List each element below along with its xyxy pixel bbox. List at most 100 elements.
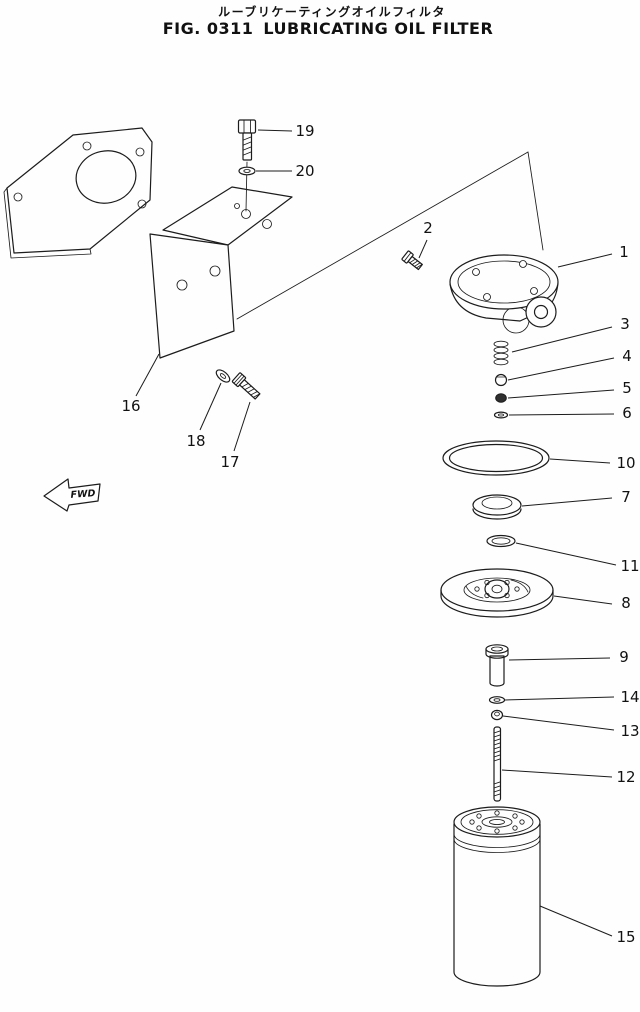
leader-line xyxy=(508,657,611,661)
part-number-label: 17 xyxy=(220,453,239,471)
plate-bolt-hole xyxy=(137,199,147,209)
washer-6 xyxy=(493,411,509,419)
part-number-label: 7 xyxy=(621,488,631,506)
plate-center-hole xyxy=(75,150,137,204)
callout-part-4: 4 xyxy=(507,347,632,381)
bolt-head-facet-line xyxy=(233,373,243,384)
leader-line xyxy=(511,326,613,353)
tube-bore xyxy=(491,646,503,652)
callout-part-8: 8 xyxy=(553,594,631,612)
part-number-label: 1 xyxy=(619,243,629,261)
head-bolt-hole xyxy=(530,287,538,295)
leader-line xyxy=(521,497,613,507)
cartridge-top-hole xyxy=(512,825,518,831)
callout-part-1: 1 xyxy=(557,243,629,268)
nut-hole xyxy=(494,711,500,717)
callout-part-2: 2 xyxy=(418,219,433,259)
callout-part-3: 3 xyxy=(511,315,630,353)
o-ring-inner xyxy=(448,443,544,473)
leader-line xyxy=(549,458,611,464)
collar-side xyxy=(485,648,509,659)
washer-outer xyxy=(493,411,509,419)
plate8-hole xyxy=(484,592,490,599)
title-english: LUBRICATING OIL FILTER xyxy=(263,19,493,38)
washer-outer xyxy=(215,369,231,383)
leader-line xyxy=(504,696,615,701)
leader-line xyxy=(557,253,613,268)
fwd-label: FWD xyxy=(70,488,96,501)
callout-part-13: 13 xyxy=(502,715,640,740)
part-number-label: 8 xyxy=(621,594,631,612)
fwd-arrow xyxy=(43,478,101,512)
leader-line xyxy=(199,382,222,431)
callout-part-6: 6 xyxy=(508,404,632,422)
ring-outer xyxy=(486,534,516,548)
cartridge-top-hole xyxy=(476,825,482,831)
bolt-19 xyxy=(237,119,257,161)
flange-hole-small xyxy=(234,203,240,209)
callout-part-14: 14 xyxy=(504,688,640,706)
seal-thickness xyxy=(472,508,522,520)
callout-part-20: 20 xyxy=(256,162,315,180)
part-number-label: 15 xyxy=(616,928,635,946)
washer-outer xyxy=(238,166,256,176)
leader-line xyxy=(507,389,615,399)
bolt-threads xyxy=(241,383,261,398)
bolt-threads xyxy=(243,136,252,156)
plate8-mid-ring xyxy=(463,577,531,603)
part-number-label: 20 xyxy=(295,162,314,180)
bolt-head-facet-line xyxy=(235,375,245,386)
part-number-label: 4 xyxy=(622,347,632,365)
bracket-face xyxy=(149,233,235,359)
spring-coil xyxy=(493,358,509,366)
plate8-hub-hole xyxy=(491,584,503,594)
leader-line xyxy=(233,401,251,452)
callout-part-11: 11 xyxy=(515,542,640,575)
leader-line xyxy=(502,715,615,731)
bolt-shank xyxy=(239,379,261,400)
cartridge-seam xyxy=(453,838,541,853)
plate-bolt-hole xyxy=(13,192,23,202)
washer-hole xyxy=(219,373,227,379)
leader-line xyxy=(507,357,615,381)
spring-coil xyxy=(493,346,509,354)
plate8-hole xyxy=(474,586,480,592)
filter-cartridge-15 xyxy=(453,806,541,987)
face-hole xyxy=(176,279,188,291)
stud-threads-upper xyxy=(493,730,501,762)
callout-part-9: 9 xyxy=(508,648,629,666)
cartridge-top xyxy=(453,806,541,838)
part-number-label: 6 xyxy=(622,404,632,422)
washer-hole xyxy=(497,413,505,417)
plug-head-facet-line xyxy=(403,252,412,262)
title-japanese: ルーブリケーティングオイルフィルタ xyxy=(218,4,446,19)
callout-part-5: 5 xyxy=(507,379,632,399)
head-boss xyxy=(525,296,557,328)
leader-line xyxy=(508,413,615,416)
leader-line xyxy=(515,542,617,566)
cartridge-top-hole xyxy=(476,813,482,819)
cartridge-top-hole xyxy=(519,819,525,825)
plane-edge-line xyxy=(236,151,529,320)
spring-3 xyxy=(493,340,509,366)
plate8-swirl xyxy=(465,585,484,599)
part-number-label: 3 xyxy=(620,315,630,333)
callout-part-7: 7 xyxy=(521,488,631,507)
o-ring-outer xyxy=(442,440,550,476)
part-number-label: 12 xyxy=(616,768,635,786)
part-number-label: 14 xyxy=(620,688,639,706)
cartridge-body xyxy=(453,823,541,987)
cartridge-top-hole xyxy=(512,813,518,819)
leader-line xyxy=(257,129,293,132)
part-number-label: 10 xyxy=(616,454,635,472)
cover-plate-8 xyxy=(440,568,554,618)
filter-head-1 xyxy=(449,254,559,334)
washer-18 xyxy=(215,369,231,383)
leader-line xyxy=(539,905,613,937)
plate8-hole xyxy=(484,579,490,586)
ring-inner xyxy=(491,537,511,545)
part-number-label: 16 xyxy=(121,397,140,415)
valve-4 xyxy=(494,373,508,387)
